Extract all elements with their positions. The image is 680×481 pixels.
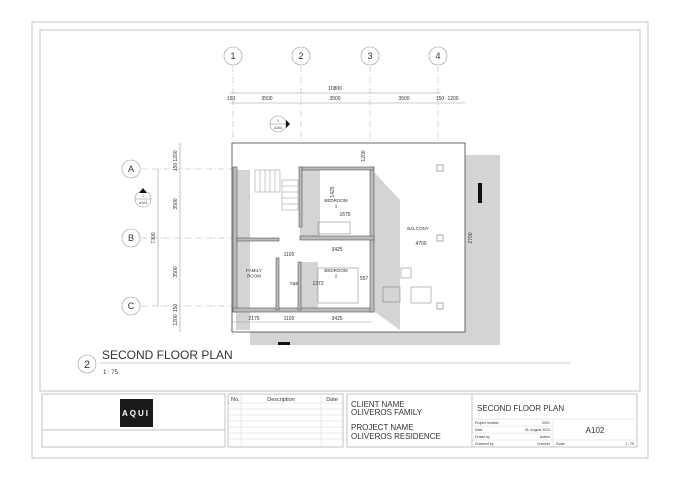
grid-column-bubbles: 1 2 3 4	[223, 46, 448, 66]
elevation-marker[interactable]: 1 A104	[134, 188, 152, 208]
dimension-label: Checked by	[475, 442, 494, 446]
dimension-label: Author	[540, 435, 551, 439]
dimension-label: 3500	[398, 96, 409, 102]
dimension-label: 3500	[173, 198, 179, 209]
dimension-label: 150	[227, 96, 236, 102]
dimension-label: 3425	[331, 316, 342, 322]
view-scale: 1 : 75	[103, 370, 119, 376]
dimension-label: 1675	[339, 212, 350, 218]
dimension-label: 10800	[328, 86, 342, 92]
dimension-label: Date	[475, 428, 482, 432]
dimension-label: 1	[142, 194, 144, 198]
dimension-label: A104	[274, 126, 282, 130]
dimension-label: 26. August 2022	[525, 428, 550, 432]
sheet-border	[31, 21, 649, 459]
dimension-label: Checker	[537, 442, 551, 446]
grid-row-c: C	[128, 301, 135, 311]
dimension-label: A104	[139, 201, 147, 205]
company-logo	[120, 399, 153, 427]
dimension-label: 1 : 75	[625, 442, 634, 446]
dimension-label: 1100	[284, 252, 295, 258]
client-value: OLIVEROS FAMILY	[351, 408, 423, 417]
dimension-label: 3500	[329, 96, 340, 102]
left-dimensions: 7300 1200 150 3500 3500 150 1200	[151, 143, 181, 332]
dimension-label: 150	[173, 163, 179, 172]
title-block: AQUI No. Description Date CLIENT NAME OL…	[41, 393, 638, 448]
dimension-label: 3425	[331, 247, 342, 253]
dimension-label: 150	[436, 96, 445, 102]
grid-col-2: 2	[298, 51, 303, 61]
dimension-label: 4700	[415, 241, 426, 247]
dimension-label: 2175	[248, 316, 259, 322]
dimension-label: 1100	[284, 316, 295, 322]
dimension-label: 0001	[542, 421, 550, 425]
drawing-area-border	[39, 29, 641, 392]
grid-row-bubbles: A B C	[121, 159, 141, 316]
view-title-text: SECOND FLOOR PLAN	[102, 348, 233, 362]
dimension-label: 557	[360, 276, 369, 282]
dimension-label: 150	[173, 304, 179, 313]
dimension-label: 1372	[312, 281, 323, 287]
sheet-name: SECOND FLOOR PLAN	[477, 404, 564, 413]
dimension-label: 1200	[447, 96, 458, 102]
grid-row-a: A	[128, 164, 134, 174]
logo-text: AQUI	[122, 409, 150, 418]
grid-row-b: B	[128, 233, 134, 243]
interior-dimensions: 1675 3425 4700 1100 1372 557 1425 1200 2…	[284, 150, 474, 287]
section-marker[interactable]: 1 A104	[269, 115, 290, 133]
sheet-number: A102	[586, 426, 605, 435]
dimension-label: 1	[277, 119, 279, 123]
view-number: 2	[84, 359, 90, 371]
dimension-label: Project number	[475, 421, 500, 425]
dimension-label: 7300	[151, 232, 157, 243]
client-label: CLIENT NAME	[351, 400, 405, 409]
grid-col-3: 3	[367, 51, 372, 61]
room-balcony: BALCONY	[407, 226, 429, 231]
dimension-label: Drawn by	[475, 435, 490, 439]
dimension-label: 1425	[330, 186, 336, 197]
dimension-label: 3500	[261, 96, 272, 102]
grid-col-4: 4	[435, 51, 440, 61]
dimension-label: Scale	[556, 442, 565, 446]
rev-no-header: No.	[231, 397, 240, 403]
bottom-dimensions: 2175 1100 3425	[248, 316, 342, 322]
project-value: OLIVEROS RESIDENCE	[351, 432, 441, 441]
dimension-label: 1200	[173, 150, 179, 161]
view-title: 2 SECOND FLOOR PLAN 1 : 75	[77, 348, 570, 376]
rev-desc-header: Description	[267, 397, 295, 403]
dimension-label: 1200	[173, 314, 179, 325]
dimension-label: 3500	[173, 266, 179, 277]
room-toilet-bath: T&B	[290, 281, 299, 286]
dimension-label: 1200	[361, 150, 367, 161]
project-label: PROJECT NAME	[351, 423, 414, 432]
rev-date-header: Date	[326, 397, 338, 403]
dimension-label: 2700	[468, 232, 474, 243]
top-dimensions: 10800 150 3500 3500 3500 150 1200	[227, 86, 465, 104]
grid-col-1: 1	[230, 51, 235, 61]
